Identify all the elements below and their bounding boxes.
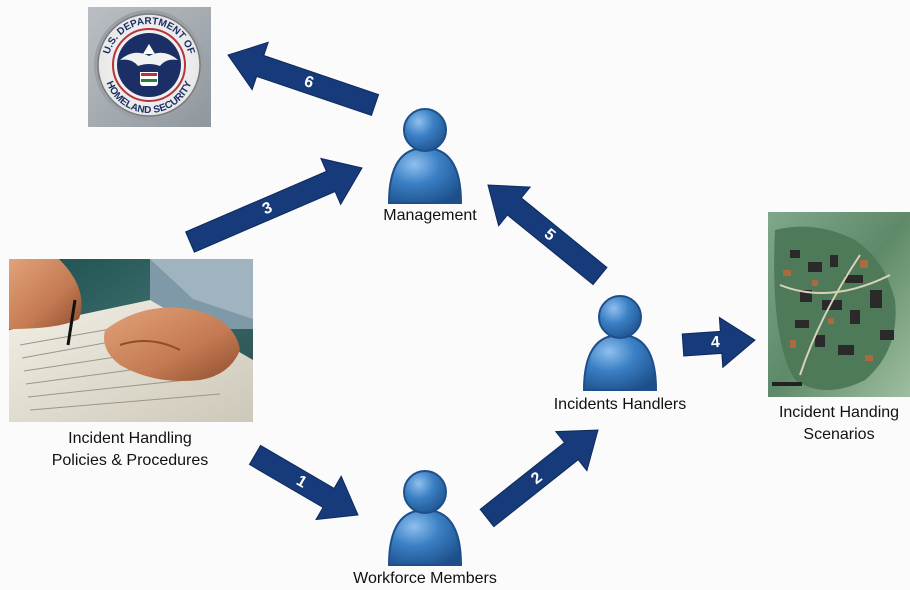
incidents-handlers-label: Incidents Handlers [553, 396, 687, 413]
arrow-4: 4 [681, 316, 756, 369]
arrow-number-label: 4 [710, 334, 720, 352]
person-head [403, 108, 447, 152]
workforce-members-label: Workforce Members [353, 570, 497, 587]
arrow-shape [479, 429, 599, 528]
policies-label-line1: Incident Handling [68, 430, 192, 447]
person-body [582, 333, 658, 391]
arrow-shape [227, 41, 380, 117]
arrow-5: 5 [487, 184, 608, 286]
person-head [598, 295, 642, 339]
scenarios-label-line1: Incident Handing [778, 404, 900, 421]
policies-document-image [9, 259, 253, 422]
arrow-shape [248, 444, 359, 521]
person-body [387, 508, 463, 566]
scenarios-map-image [768, 212, 910, 397]
person-body [387, 146, 463, 204]
flow-arrows: 1 2 3 4 5 6 [184, 41, 756, 528]
arrow-shape [681, 316, 756, 369]
handlers-person-icon [582, 295, 658, 391]
policies-label-line2: Policies & Procedures [51, 452, 209, 469]
arrow-3: 3 [184, 157, 363, 253]
arrow-1: 1 [248, 444, 359, 521]
management-label: Management [383, 207, 477, 224]
arrow-2: 2 [479, 429, 599, 528]
scenarios-label: Incident Handing Scenarios [768, 402, 910, 446]
arrow-shape [487, 184, 608, 286]
arrow-6: 6 [227, 41, 380, 117]
scenarios-label-line2: Scenarios [803, 426, 875, 443]
person-head [403, 470, 447, 514]
policies-label: Incident Handling Policies & Procedures [30, 428, 230, 472]
homeland-security-seal-image: U.S. DEPARTMENT OF HOMELAND SECURITY [88, 7, 211, 127]
actors [387, 108, 658, 566]
arrow-shape [184, 157, 363, 253]
management-person-icon [387, 108, 463, 204]
workforce-person-icon [387, 470, 463, 566]
